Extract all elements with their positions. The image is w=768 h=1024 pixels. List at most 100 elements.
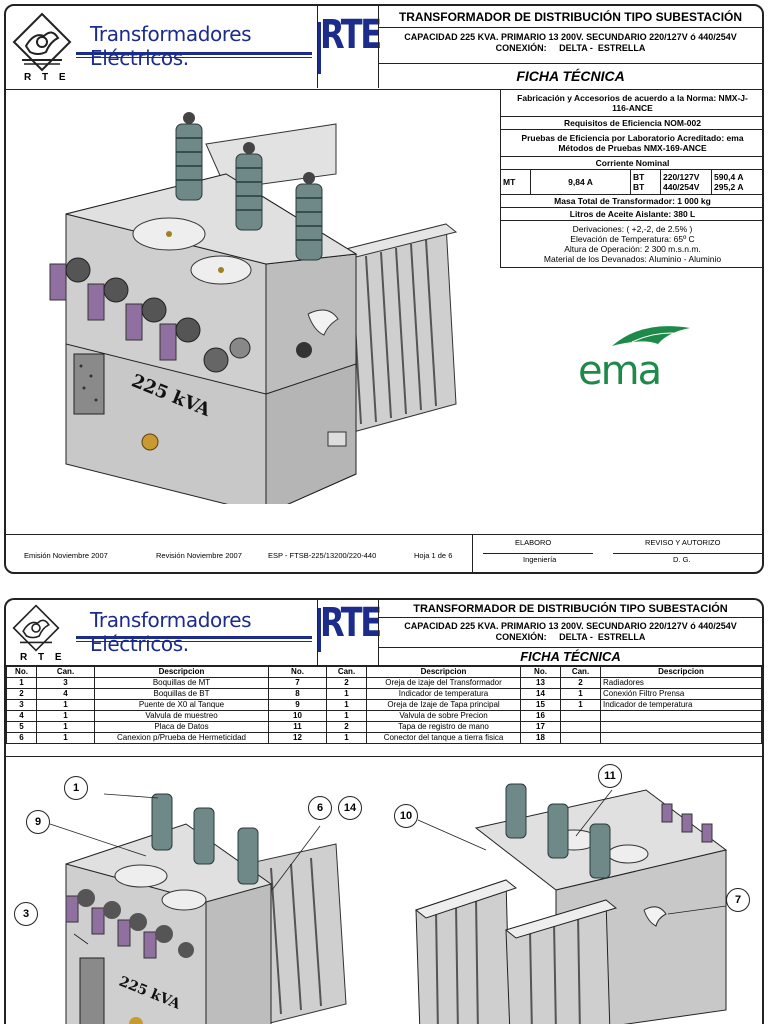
table-cell: 1: [36, 721, 95, 733]
section-title: FICHA TÉCNICA: [520, 649, 621, 664]
spec-material: Material de los Devanados: Aluminio - Al…: [543, 254, 722, 264]
table-cell: 14: [520, 688, 561, 700]
bt-bushings: [49, 257, 201, 361]
table-cell: 2: [560, 677, 601, 689]
table-cell: 9: [268, 699, 327, 711]
table-cell: Boquillas de BT: [94, 688, 269, 700]
table-cell: 4: [36, 688, 95, 700]
spec-sheet-page-1: R T E Transformadores Eléctricos. RTE TR…: [4, 4, 764, 574]
col-header: Descripcion: [94, 666, 269, 678]
transformer-front-view: 225 kVA: [49, 793, 347, 1024]
bt-voltages: 220/127V 440/254V: [661, 170, 712, 194]
spec-fabricacion: Fabricación y Accesorios de acuerdo a la…: [501, 90, 762, 117]
table-cell: 12: [268, 732, 327, 744]
callout-6: 6: [308, 796, 332, 820]
table-header-row: No. Can. Descripcion No. Can. Descripcio…: [6, 666, 762, 678]
spec-masa: Masa Total de Transformador: 1 000 kg: [501, 195, 762, 208]
table-cell: Placa de Datos: [94, 721, 269, 733]
spec-elevacion: Elevación de Temperatura: 65º C: [570, 234, 695, 244]
ema-logo-icon: ema: [578, 326, 690, 392]
bt-voltage-1: 220/127V: [663, 172, 700, 182]
transformer-drawing: 225 kVA: [49, 112, 458, 504]
technical-spec-table: Fabricación y Accesorios de acuerdo a la…: [500, 90, 762, 268]
table-cell: [600, 710, 762, 722]
callout-14: 14: [338, 796, 362, 820]
table-divider: [6, 756, 762, 757]
table-cell: 10: [268, 710, 327, 722]
subtitle-capacity: CAPACIDAD 225 KVA. PRIMARIO 13 200V. SEC…: [404, 621, 737, 631]
table-cell: 8: [268, 688, 327, 700]
bt-label-2: BT: [633, 182, 645, 192]
sheet-header: R T E Transformadores Eléctricos. RTE TR…: [6, 6, 762, 90]
title-block: TRANSFORMADOR DE DISTRIBUCIÓN TIPO SUBES…: [378, 600, 762, 666]
col-header: No.: [268, 666, 327, 678]
reviso-name: D. G.: [673, 555, 691, 564]
reviso-label: REVISO Y AUTORIZO: [645, 538, 721, 547]
mt-bushings: [175, 123, 323, 261]
table-cell: Valvula de muestreo: [94, 710, 269, 722]
spec-altura: Altura de Operación: 2 300 m.s.n.m.: [564, 244, 701, 254]
table-cell: 1: [6, 677, 37, 689]
spec-corriente-values: MT 9,84 A BT BT 220/127V 440/254V 590,4 …: [501, 170, 762, 195]
col-header: Can.: [560, 666, 601, 678]
spec-derivaciones: Derivaciones: ( +2,-2, de 2.5% ): [572, 224, 693, 234]
mt-current: 9,84 A: [531, 170, 631, 194]
brand-name: Transformadores Eléctricos.: [90, 22, 252, 70]
subtitle-capacity: CAPACIDAD 225 KVA. PRIMARIO 13 200V. SEC…: [404, 32, 737, 42]
brand-name: Transformadores Eléctricos.: [90, 608, 252, 656]
transformer-rear-view: [414, 783, 728, 1024]
mt-label: MT: [501, 170, 531, 194]
col-header: No.: [520, 666, 561, 678]
table-cell: [560, 721, 601, 733]
table-cell: 3: [6, 699, 37, 711]
bt-labels: BT BT: [631, 170, 661, 194]
table-cell: 5: [6, 721, 37, 733]
col-header: Descripcion: [600, 666, 762, 678]
table-cell: Indicador de temperatura: [366, 688, 521, 700]
callout-1: 1: [64, 776, 88, 800]
table-cell: Puente de X0 al Tanque: [94, 699, 269, 711]
table-cell: 1: [36, 732, 95, 744]
section-title: FICHA TÉCNICA: [516, 68, 625, 84]
table-cell: [560, 732, 601, 744]
table-cell: 1: [326, 710, 367, 722]
callout-3: 3: [14, 902, 38, 926]
table-cell: Indicador de temperatura: [600, 699, 762, 711]
rte-emblem-icon: [12, 604, 60, 652]
company-logo-block: R T E Transformadores Eléctricos.: [6, 600, 318, 666]
reviso-line: [613, 553, 762, 554]
sheet-footer: Emisión Noviembre 2007 Revisión Noviembr…: [6, 534, 762, 572]
col-header: Can.: [36, 666, 95, 678]
document-subtitle: CAPACIDAD 225 KVA. PRIMARIO 13 200V. SEC…: [379, 618, 762, 648]
elaboro-area: Ingeniería: [523, 555, 557, 564]
document-title: TRANSFORMADOR DE DISTRIBUCIÓN TIPO SUBES…: [379, 6, 762, 28]
spec-misc: Derivaciones: ( +2,-2, de 2.5% ) Elevaci…: [501, 221, 762, 267]
company-logo-block: R T E Transformadores Eléctricos.: [6, 6, 318, 88]
brand-underline: [76, 52, 312, 55]
bt-voltage-2: 440/254V: [663, 182, 700, 192]
signature-block: ELABORO REVISO Y AUTORIZO Ingeniería D. …: [472, 535, 762, 572]
table-cell: 2: [326, 721, 367, 733]
callout-11: 11: [598, 764, 622, 788]
subtitle-connection: CONEXIÓN: DELTA - ESTRELLA: [495, 43, 646, 53]
logo-caption: R T E: [20, 652, 66, 663]
table-cell: Conexión Filtro Prensa: [600, 688, 762, 700]
footer-esp: ESP - FTSB-225/13200/220-440: [268, 551, 377, 560]
table-cell: Oreja de Izaje de Tapa principal: [366, 699, 521, 711]
table-cell: Tapa de registro de mano: [366, 721, 521, 733]
table-cell: Valvula de sobre Precion: [366, 710, 521, 722]
table-cell: 6: [6, 732, 37, 744]
callout-7: 7: [726, 888, 750, 912]
elaboro-label: ELABORO: [515, 538, 552, 547]
footer-revision: Revisión Noviembre 2007: [156, 551, 242, 560]
rte-wordmark: RTE: [320, 600, 382, 646]
table-cell: Oreja de izaje del Transformador: [366, 677, 521, 689]
spec-aceite: Litros de Aceite Aislante: 380 L: [501, 208, 762, 221]
bt-label-1: BT: [633, 172, 645, 182]
document-title: TRANSFORMADOR DE DISTRIBUCIÓN TIPO SUBES…: [379, 600, 762, 618]
table-cell: Radiadores: [600, 677, 762, 689]
spec-corriente-title: Corriente Nominal: [501, 157, 762, 170]
